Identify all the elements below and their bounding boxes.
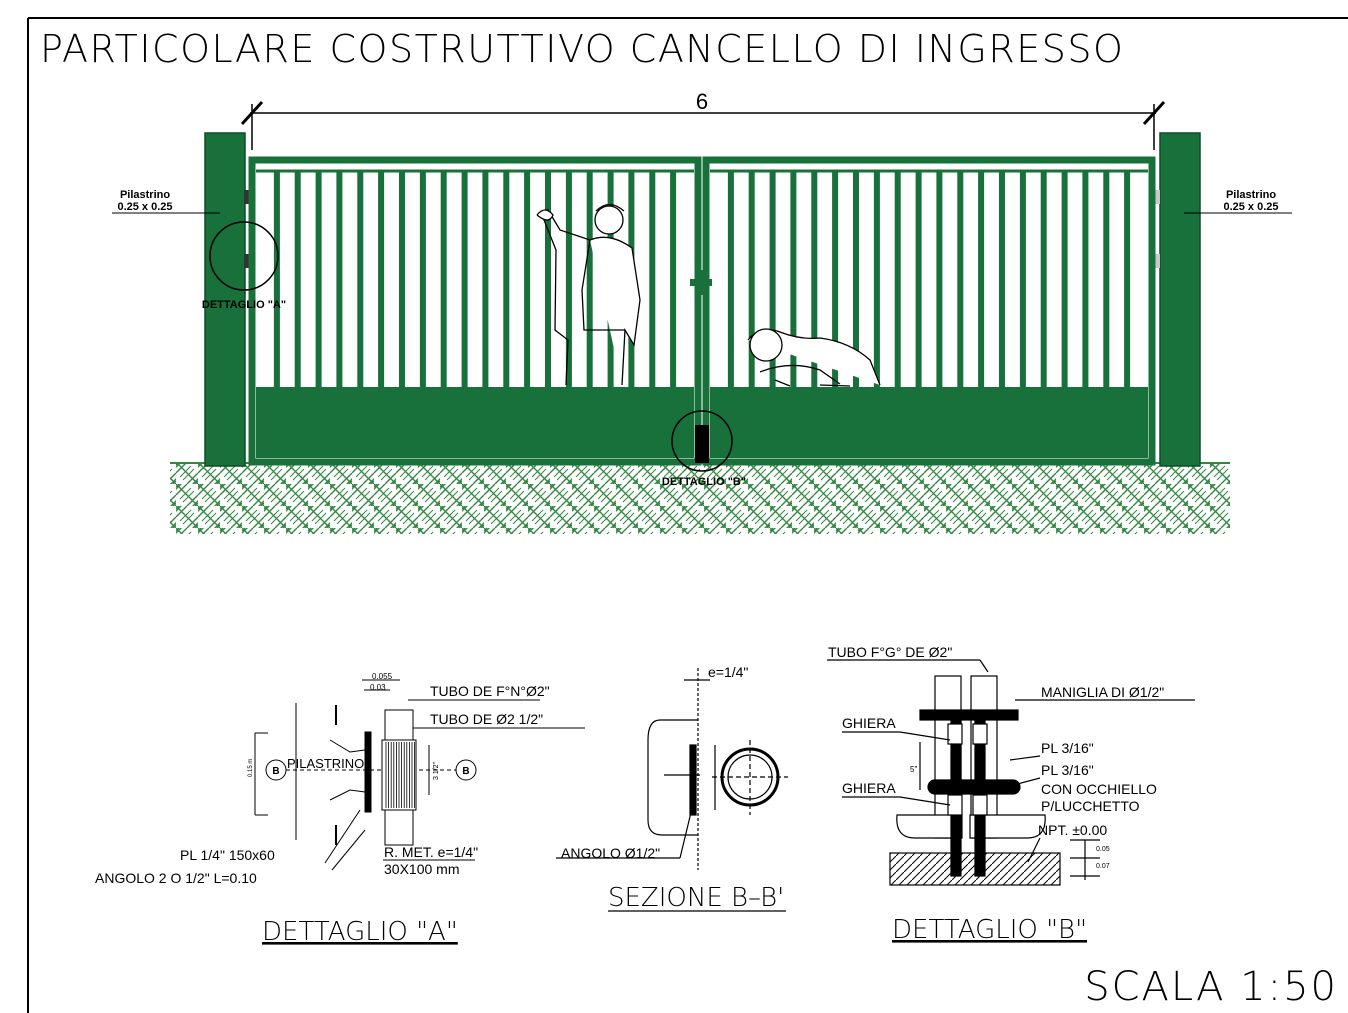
gate-bar [811,171,818,387]
detail-a-tube-1: TUBO DE F°N°Ø2" [430,683,550,699]
gate-bar [586,171,593,387]
gate-bar [1124,171,1131,387]
gate-bar [524,171,531,387]
pillar-right-label: Pilastrino [1226,189,1276,201]
pillar-left-label: Pilastrino [120,189,170,201]
gate-bar [957,171,964,387]
gate-bar [419,171,426,387]
gate-bar [853,171,859,387]
gate-bar [936,171,943,387]
detail-a-dim-055: 0.055 [372,672,393,681]
detail-a-angle: ANGOLO 2 O 1/2" L=0.10 [95,870,257,886]
detail-b-eyelet-2: P/LUCCHETTO [1041,798,1140,814]
gate-bar [1103,171,1110,387]
drawing-scale: SCALA 1:50 [1084,964,1338,1010]
gate-leaf-left [248,156,702,466]
section-bb-thickness: e=1/4" [708,664,748,680]
pillar-left [204,132,246,467]
detail-a-plate: PL 1/4" 150x60 [180,847,275,863]
gate-bar [378,171,385,387]
detail-a-marker [209,221,279,291]
gate-bar [1082,171,1089,387]
detail-b-dim-007: 0.07 [1096,863,1110,870]
person-crouching-figure [747,328,881,387]
gate-bar [273,171,280,387]
detail-b-plate-1: PL 3/16" [1041,740,1094,756]
detail-a-pilastrino: PILASTRINO [287,756,364,771]
gate-bar [999,171,1005,387]
gate-bar [336,171,343,387]
gate-bar [1061,171,1068,387]
gate-bar [748,171,755,387]
pillar-right-size: 0.25 x 0.25 [1223,201,1278,213]
detail-a-dim-015: 0.15 m [248,759,254,777]
gate-bars-right [727,171,1131,387]
detail-a-title: DETTAGLIO "A" [262,917,458,947]
gate-width-dimension: 6 [696,89,708,114]
gate-panel-right [710,387,1148,458]
detail-a-dim-312: 3 1/2" [433,761,440,780]
detail-a [254,679,585,871]
detail-a-dim-03: 0.03 [370,683,386,692]
gate-bar [482,171,489,387]
ground [170,462,1230,534]
gate-bar [1040,171,1047,387]
gate-bar [649,171,656,387]
pillar-right [1159,132,1201,467]
gate-bar [790,171,797,387]
gate-bar [357,171,364,387]
gate-elevation: 6 Pilastrino 0.25 x 0.25 Pilastrino 0.25… [112,89,1292,534]
detail-b-title: DETTAGLIO "B" [892,915,1087,945]
detail-b-npt: NPT. ±0.00 [1038,822,1107,838]
section-b-label-left: B [272,766,279,777]
detail-b-dim-005: 0.05 [1096,846,1110,853]
gate-bar [832,171,839,387]
detail-a-tube-2: TUBO DE Ø2 1/2" [430,711,543,727]
detail-b-ring-2: GHIERA [842,780,896,796]
gate-bar [440,171,447,387]
gate-bar [399,171,405,387]
page-title: PARTICOLARE COSTRUTTIVO CANCELLO DI INGR… [40,27,1124,71]
detail-b-marker [671,410,733,472]
section-bb [556,668,788,870]
gate-leaf-right [702,156,1156,466]
detail-b-eyelet-1: CON OCCHIELLO [1041,781,1157,797]
gate-bar [894,171,901,387]
gate-bar [565,171,572,387]
sheet-frame [27,17,1348,1013]
gate-bar [873,171,880,387]
section-bb-angle: ANGOLO Ø1/2" [561,845,660,861]
gate-bar [294,171,301,387]
detail-b-dim-5: 5" [910,765,917,774]
gate-bar [769,171,776,387]
detail-b-ring-1: GHIERA [842,715,896,731]
section-bb-title: SEZIONE B–B' [608,883,784,913]
gate-bar [670,171,677,387]
pillar-left-size: 0.25 x 0.25 [117,201,172,213]
gate-bar [978,171,985,387]
detail-a-r-met-size: 30X100 mm [384,861,459,877]
detail-b [827,659,1195,886]
section-b-label-right: B [462,766,469,777]
gate-bar [1019,171,1026,387]
detail-a-callout: DETTAGLIO "A" [202,299,286,311]
detail-b-plate-2: PL 3/16" [1041,762,1094,778]
gate-panel-left [256,387,694,458]
dimension-line [240,100,1166,150]
gate-bar [915,171,922,387]
detail-b-tube: TUBO F°G° DE Ø2" [828,644,952,660]
gate-bar [727,171,734,387]
detail-b-callout: DETTAGLIO "B" [662,476,746,488]
gate-bar [461,171,468,387]
person-standing-figure [536,203,641,386]
gate-bar [545,171,551,387]
detail-b-handle: MANIGLIA DI Ø1/2" [1041,684,1164,700]
gate-bar [503,171,510,387]
gate-bar [315,171,322,387]
detail-a-r-met: R. MET. e=1/4" [384,844,478,860]
